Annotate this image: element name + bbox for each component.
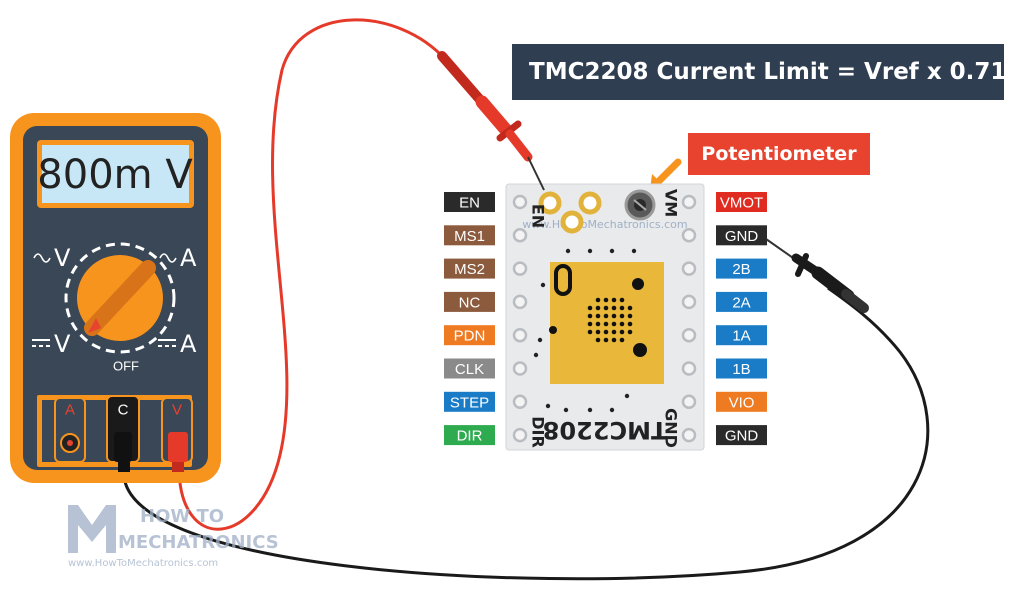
left-pin-tag: STEP <box>444 391 495 412</box>
pin-hole <box>681 261 697 276</box>
right-pin-label: VIO <box>729 394 755 411</box>
left-pin-label: MS1 <box>454 228 485 245</box>
logo-url: www.HowToMechatronics.com <box>68 558 218 569</box>
right-pin-tag: 2B <box>716 258 767 279</box>
left-pin-label: EN <box>459 195 480 212</box>
right-pin-label: 1B <box>732 361 750 378</box>
board-label-vm: VM <box>662 189 681 217</box>
logo-watermark: HOW TO MECHATRONICS www.HowToMechatronic… <box>68 505 279 569</box>
selector-dial[interactable] <box>64 242 176 354</box>
jack-a-label: A <box>65 402 75 419</box>
right-pin-label: GND <box>725 428 759 445</box>
left-pin-tag: NC <box>444 291 495 312</box>
potentiometer-label: Potentiometer <box>701 143 857 165</box>
pin-hole <box>681 228 697 243</box>
left-pin-label: PDN <box>454 328 486 345</box>
pin-hole <box>681 361 697 376</box>
right-pin-tag: GND <box>716 425 767 446</box>
left-pin-tag: MS2 <box>444 258 495 279</box>
dc-symbol-icon <box>158 339 176 347</box>
gold-pads <box>538 191 602 234</box>
right-pin-tag: 1A <box>716 325 767 346</box>
left-pin-tag: CLK <box>444 358 495 379</box>
right-pin-tag: GND <box>716 225 767 246</box>
black-plug <box>114 432 132 472</box>
pin-hole <box>681 194 697 210</box>
pin-hole <box>512 194 528 210</box>
ac-symbol-icon <box>159 253 177 263</box>
pin-hole <box>512 327 528 343</box>
board-label-en: EN <box>529 204 548 228</box>
dc-symbol-icon <box>32 339 50 347</box>
pin-hole <box>512 361 528 376</box>
dc-voltage-label: V <box>54 330 71 358</box>
chip-thermal-pad <box>587 297 633 343</box>
multimeter: 800m V V A V A OFF <box>10 113 221 483</box>
logo-line2: MECHATRONICS <box>118 532 279 553</box>
left-pin-label: NC <box>459 294 481 311</box>
right-pin-tag: VIO <box>716 391 767 412</box>
dc-current-label: A <box>180 330 197 358</box>
potentiometer <box>624 189 656 221</box>
red-probe-wire <box>177 18 448 531</box>
potentiometer-callout: Potentiometer <box>688 133 870 175</box>
ac-current-label: A <box>180 244 197 272</box>
title-banner: TMC2208 Current Limit = Vref x 0.71 <box>512 44 1006 100</box>
title-text: TMC2208 Current Limit = Vref x 0.71 <box>529 59 1006 85</box>
left-pin-tag: MS1 <box>444 225 495 246</box>
jack-c-label: C <box>118 402 129 419</box>
black-probe <box>765 238 869 313</box>
left-pin-tag: EN <box>444 192 495 212</box>
red-probe <box>437 51 545 191</box>
board-label-gnd: GND <box>662 408 681 448</box>
right-pin-label: 2A <box>732 294 750 311</box>
left-pin-label: STEP <box>450 394 489 411</box>
pin-hole <box>512 394 528 410</box>
pin-hole <box>512 228 528 243</box>
left-pin-label: DIR <box>457 428 483 445</box>
left-pin-tag: DIR <box>444 425 495 446</box>
ac-voltage-label: V <box>54 244 71 272</box>
left-pin-holes <box>512 194 528 443</box>
left-pin-label: MS2 <box>454 261 485 278</box>
off-label: OFF <box>113 359 139 374</box>
left-pin-label: CLK <box>455 361 484 378</box>
pin-hole <box>512 294 528 310</box>
right-pin-label: GND <box>725 228 759 245</box>
right-pin-holes <box>681 194 697 443</box>
logo-line1: HOW TO <box>140 506 224 527</box>
board-vias <box>533 248 637 413</box>
right-pin-label: 1A <box>732 328 750 345</box>
right-pin-tag: VMOT <box>716 192 767 212</box>
pin-hole <box>681 294 697 310</box>
black-probe-wire <box>122 286 930 581</box>
red-plug <box>168 432 188 472</box>
ac-symbol-icon <box>33 253 51 263</box>
right-pin-tag: 2A <box>716 291 767 312</box>
pin-hole <box>681 394 697 410</box>
jack-a[interactable]: A <box>54 397 86 463</box>
jack-v-label: V <box>172 402 182 419</box>
board-label-dir: DIR <box>529 416 548 448</box>
pin-hole <box>512 427 528 443</box>
right-pin-label: VMOT <box>720 195 763 212</box>
left-pin-tag: PDN <box>444 325 495 346</box>
right-pin-label: 2B <box>732 261 750 278</box>
right-pin-labels: VMOT GND 2B 2A 1A 1B VIO GND <box>716 192 767 446</box>
pin-hole <box>681 427 697 443</box>
pin-hole <box>512 261 528 276</box>
right-pin-tag: 1B <box>716 358 767 379</box>
pin-hole <box>681 327 697 343</box>
board-chip-name: TMC2208 <box>543 416 668 444</box>
tmc2208-board: www.HowToMechatronics.com <box>505 183 705 451</box>
meter-display: 800m V <box>37 152 193 198</box>
